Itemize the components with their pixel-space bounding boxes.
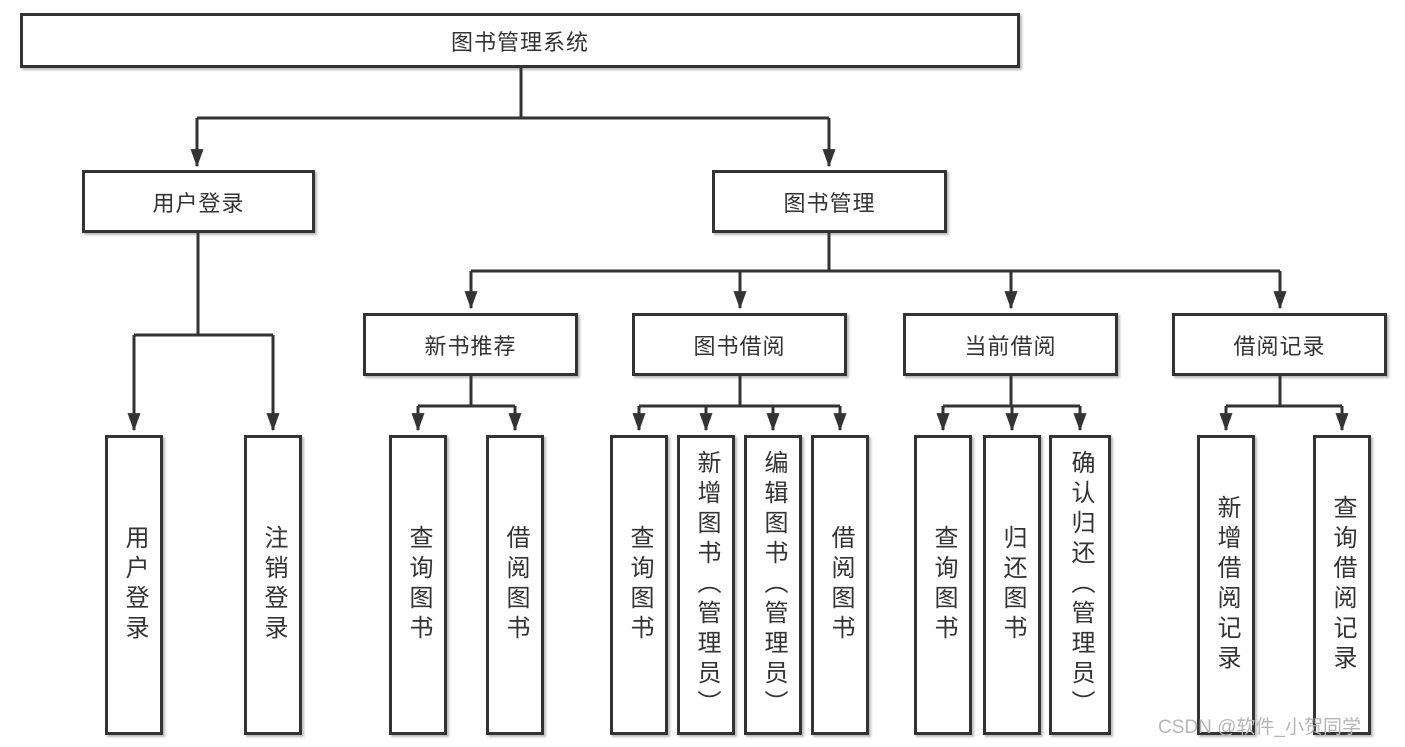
node-user-login: 用户登录 bbox=[82, 170, 315, 233]
connector-borrow-records-branch bbox=[1226, 376, 1342, 408]
connector-user-login-branch bbox=[134, 232, 273, 337]
leaf-records-add-record: 新增借阅记录 bbox=[1197, 435, 1255, 735]
leaf-borrowing-edit-books-label: 编辑图书（管理员） bbox=[760, 450, 787, 720]
leaf-borrowing-edit-books: 编辑图书（管理员） bbox=[744, 435, 802, 735]
node-new-book-rec: 新书推荐 bbox=[363, 313, 578, 376]
leaf-borrowing-query-books: 查询图书 bbox=[610, 435, 668, 735]
node-borrow-records: 借阅记录 bbox=[1172, 313, 1387, 376]
node-new-book-rec-label: 新书推荐 bbox=[424, 333, 517, 359]
leaf-borrowing-borrow-books-label: 借阅图书 bbox=[827, 525, 854, 645]
connector-new-book-rec-branch bbox=[418, 376, 515, 408]
node-book-mgmt: 图书管理 bbox=[712, 170, 947, 233]
leaf-records-add-record-label: 新增借阅记录 bbox=[1213, 495, 1240, 675]
node-borrow-records-label: 借阅记录 bbox=[1233, 333, 1326, 359]
node-root-label: 图书管理系统 bbox=[450, 29, 589, 55]
connector-book-mgmt-branch bbox=[471, 232, 1280, 273]
leaf-logout: 注销登录 bbox=[244, 435, 302, 735]
leaf-newrec-query-books: 查询图书 bbox=[389, 435, 447, 735]
connector-root-branch bbox=[197, 67, 829, 120]
leaf-newrec-query-books-label: 查询图书 bbox=[405, 525, 432, 645]
csdn-watermark: CSDN @软件_小贺同学 bbox=[1158, 717, 1361, 738]
leaf-borrowing-add-books: 新增图书（管理员） bbox=[677, 435, 735, 735]
connector-book-borrowing-branch bbox=[639, 376, 840, 408]
leaf-current-query-books: 查询图书 bbox=[914, 435, 972, 735]
leaf-current-query-books-label: 查询图书 bbox=[930, 525, 957, 645]
leaf-logout-label: 注销登录 bbox=[260, 525, 287, 645]
connector-current-borrowing-branch bbox=[943, 376, 1080, 408]
leaf-current-confirm-return-label: 确认归还（管理员） bbox=[1067, 450, 1094, 720]
leaf-borrowing-query-books-label: 查询图书 bbox=[626, 525, 653, 645]
leaf-borrowing-add-books-label: 新增图书（管理员） bbox=[693, 450, 720, 720]
node-user-login-label: 用户登录 bbox=[152, 190, 245, 216]
leaf-records-query-record-label: 查询借阅记录 bbox=[1329, 495, 1356, 675]
node-current-borrowing-label: 当前借阅 bbox=[964, 333, 1057, 359]
leaf-borrowing-borrow-books: 借阅图书 bbox=[811, 435, 869, 735]
node-book-borrowing-label: 图书借阅 bbox=[693, 333, 786, 359]
leaf-current-confirm-return: 确认归还（管理员） bbox=[1049, 435, 1111, 735]
node-current-borrowing: 当前借阅 bbox=[903, 313, 1118, 376]
leaf-newrec-borrow-books-label: 借阅图书 bbox=[502, 525, 529, 645]
leaf-current-return-books: 归还图书 bbox=[983, 435, 1041, 735]
node-book-mgmt-label: 图书管理 bbox=[783, 190, 876, 216]
node-root: 图书管理系统 bbox=[20, 13, 1020, 68]
leaf-user-login-label: 用户登录 bbox=[121, 525, 148, 645]
node-book-borrowing: 图书借阅 bbox=[632, 313, 847, 376]
leaf-newrec-borrow-books: 借阅图书 bbox=[486, 435, 544, 735]
leaf-user-login: 用户登录 bbox=[105, 435, 163, 735]
leaf-records-query-record: 查询借阅记录 bbox=[1313, 435, 1371, 735]
leaf-current-return-books-label: 归还图书 bbox=[999, 525, 1026, 645]
